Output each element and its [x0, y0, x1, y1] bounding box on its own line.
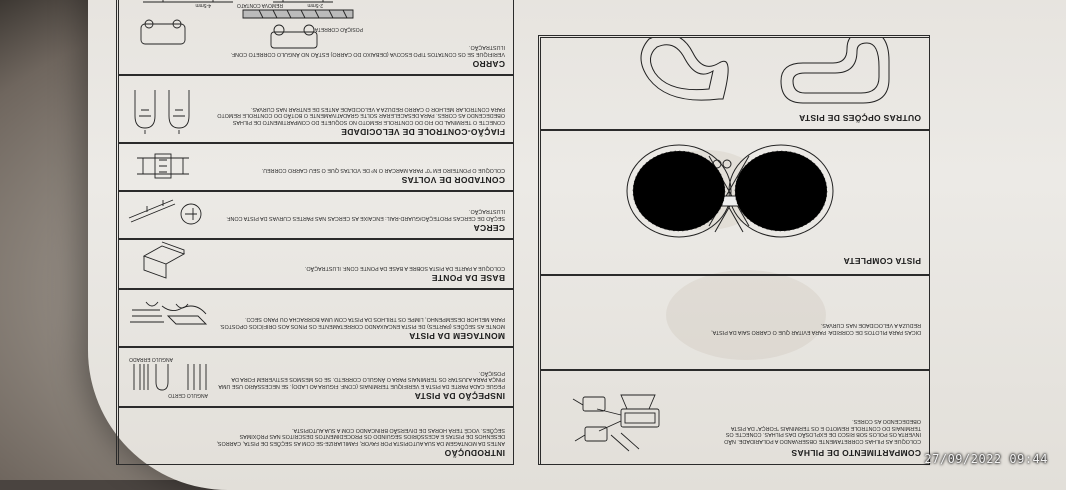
section-text: PEGUE CADA PARTE DA PISTA E VERIFIQUE TE…: [218, 369, 505, 389]
section-title: CONTADOR DE VOLTAS: [401, 175, 505, 185]
section-text: CONECTE O TERMINAL DO FIO DO CONTROLE RE…: [217, 105, 505, 125]
section-title: CERCA: [473, 223, 505, 233]
section-title: CARRO: [472, 59, 505, 69]
section-text: COLOQUE AS PILHAS CORRETAMENTE OBSERVAND…: [724, 418, 921, 444]
section-introducao: INTRODUÇÃO ANTES DA MONTAGEM DA SUA AUTO…: [118, 407, 514, 465]
car-brush-illustration: [140, 0, 354, 49]
bridge-base-illustration: [142, 241, 186, 279]
section-outras-opcoes: OUTRAS OPÇÕES DE PISTA: [540, 37, 930, 130]
section-text: COLOQUE O PONTEIRO EM "0" PARA MARCAR O …: [261, 167, 505, 173]
alternate-tracks-illustration: [640, 37, 890, 104]
section-compartimento: COMPARTIMENTO DE PILHAS COLOQUE AS PILHA…: [540, 370, 930, 465]
battery-box-illustration: [572, 394, 660, 452]
section-contador: CONTADOR DE VOLTAS COLOQUE O PONTEIRO EM…: [118, 143, 514, 191]
section-montagem: MONTAGEM DA PISTA MONTE AS SEÇÕES (PARTE…: [118, 289, 514, 347]
track-assembly-illustration: [130, 301, 208, 325]
section-base-ponte: BASE DA PONTE COLOQUE A PARTE DA PISTA S…: [118, 239, 514, 289]
lap-counter-illustration: [137, 153, 189, 179]
label-angulo-certo: ANGULO CERTO: [168, 392, 208, 398]
instruction-sheet-rotated: COMPARTIMENTO DE PILHAS COLOQUE AS PILHA…: [116, 0, 930, 465]
section-fiacao: FIAÇÃO-CONTROLE DE VELOCIDADE CONECTE O …: [118, 75, 514, 143]
section-title: INSPEÇÃO DA PISTA: [414, 391, 505, 401]
section-title: FIAÇÃO-CONTROLE DE VELOCIDADE: [340, 127, 505, 137]
section-title: OUTRAS OPÇÕES DE PISTA: [798, 113, 921, 123]
section-text: MONTE AS SEÇÕES (PARTES) DE PISTA ENCAIX…: [219, 316, 505, 329]
section-text: SEÇÃO DE CERCAS PROTEÇÃO/GUARD-RAIL: ENC…: [226, 208, 505, 221]
section-text: ANTES DA MONTAGEM DA SUA AUTOPISTA POR F…: [216, 426, 505, 446]
figure-eight-track-illustration: [626, 144, 834, 238]
section-title: INTRODUÇÃO: [444, 448, 505, 458]
section-pista-completa: PISTA COMPLETA: [540, 130, 930, 275]
section-title: COMPARTIMENTO DE PILHAS: [791, 448, 921, 458]
section-dicas: DICAS PARA PILOTOS DE CORRIDA: PARA EVIT…: [540, 275, 930, 370]
section-carro: CARRO VERIFIQUE SE OS CONTATOS TIPO ESCO…: [118, 0, 514, 75]
paper-sheet: [88, 0, 1066, 490]
section-title: PISTA COMPLETA: [843, 256, 921, 266]
speed-control-illustration: [134, 90, 190, 134]
section-cerca: CERCA SEÇÃO DE CERCAS PROTEÇÃO/GUARD-RAI…: [118, 191, 514, 239]
section-text: COLOQUE A PARTE DA PISTA SOBRE A BASE DA…: [304, 265, 505, 271]
terminal-angle-illustration: [133, 364, 207, 391]
fence-illustration: [128, 199, 202, 225]
dicas-text: DICAS PARA PILOTOS DE CORRIDA: PARA EVIT…: [711, 322, 921, 335]
photo-timestamp: 27/09/2022 09:44: [924, 452, 1048, 466]
section-title: BASE DA PONTE: [431, 273, 505, 283]
section-title: MONTAGEM DA PISTA: [408, 331, 505, 341]
section-inspecao: INSPEÇÃO DA PISTA PEGUE CADA PARTE DA PI…: [118, 347, 514, 407]
